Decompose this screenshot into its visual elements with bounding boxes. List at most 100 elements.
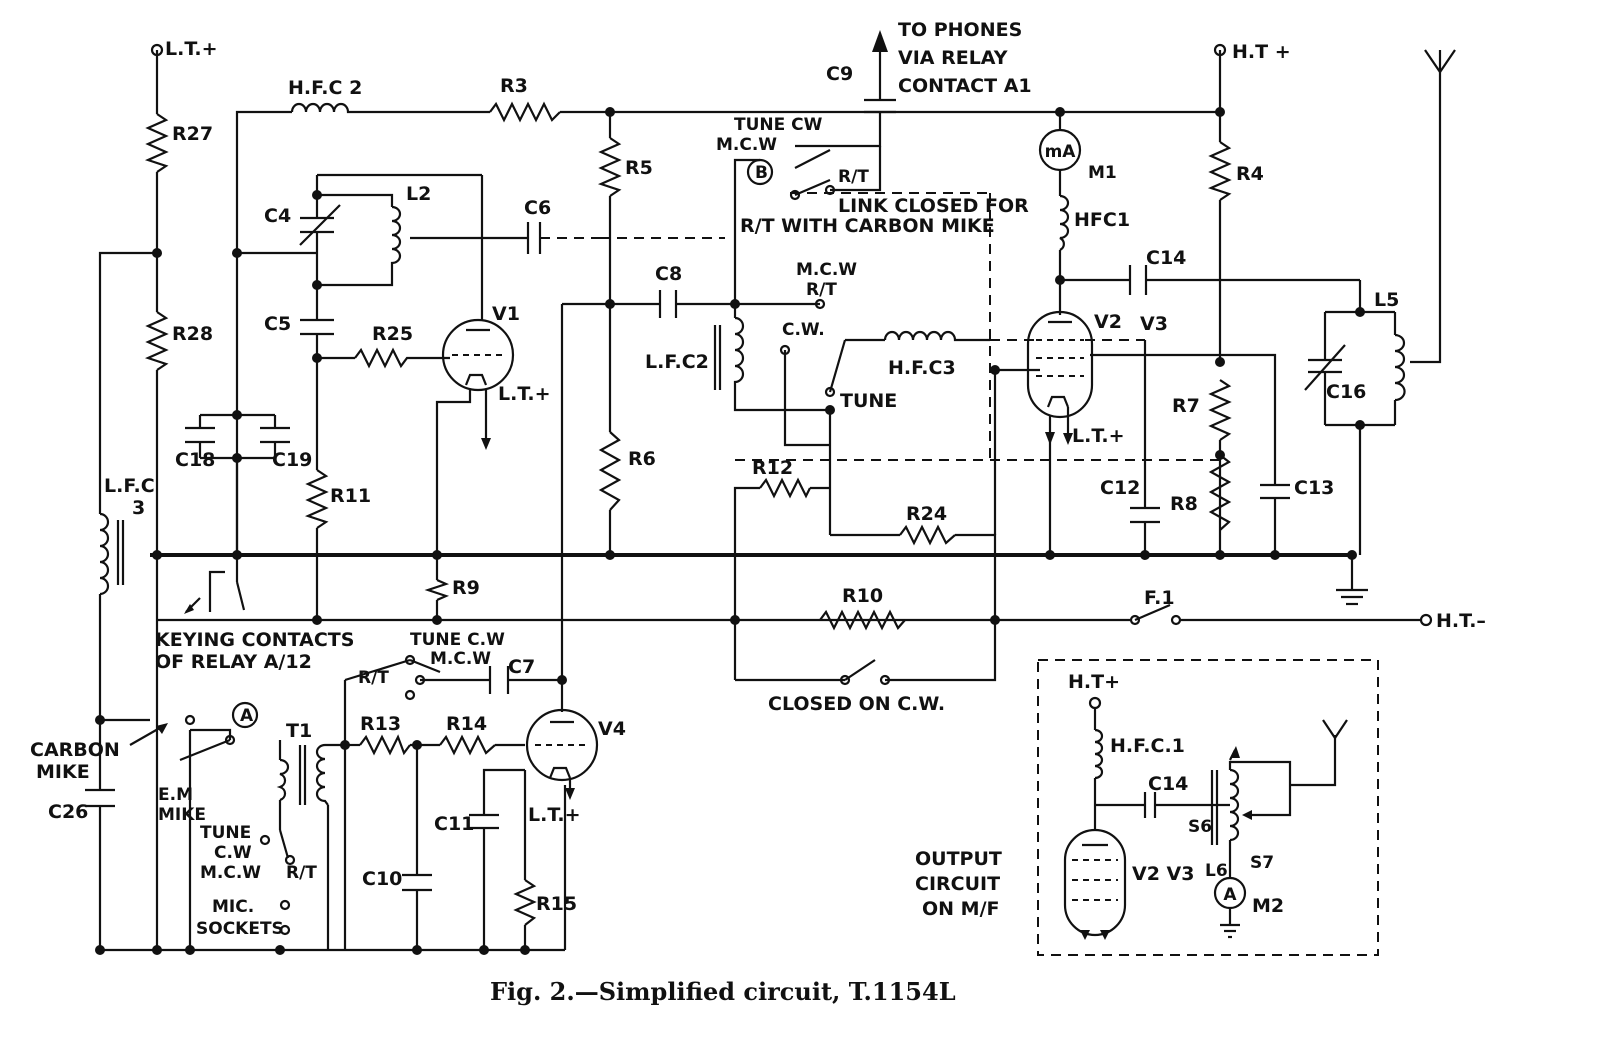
- carbon-mike-arrow: [129, 723, 168, 746]
- inset-l6: L6: [1205, 861, 1228, 881]
- label-c7: C7: [508, 656, 535, 678]
- switch-a: [179, 701, 259, 762]
- label-r7: R7: [1172, 395, 1200, 417]
- label-hfc2: H.F.C 2: [288, 77, 362, 99]
- label-c13: C13: [1294, 477, 1334, 499]
- terminals: [150, 43, 1433, 627]
- inset-m2: M2: [1252, 895, 1284, 917]
- label-t1: T1: [286, 720, 312, 742]
- capacitor-c13: [1260, 483, 1290, 500]
- label-r13: R13: [360, 713, 401, 735]
- label-c11: C11: [434, 813, 474, 835]
- resistor-r10: [819, 609, 906, 631]
- resistor-r24: [899, 524, 956, 546]
- inset-v: V2 V3: [1132, 863, 1194, 885]
- label-lfc3-a: L.F.C: [104, 475, 155, 497]
- node-lt-plus-top: L.T.+: [165, 38, 218, 60]
- junction-dots: [95, 107, 1365, 955]
- label-c5: C5: [264, 313, 291, 335]
- lt-arrows: [1045, 432, 1055, 445]
- resistor-r12: [759, 477, 811, 499]
- inductor-hfc2: [290, 102, 350, 114]
- label-v3: V3: [1140, 313, 1168, 335]
- meter-m1: mA: [1038, 128, 1082, 172]
- note-link-2: R/T WITH CARBON MIKE: [740, 215, 995, 237]
- capacitor-c19: [260, 426, 290, 444]
- label-c18: C18: [175, 449, 215, 471]
- label-c8: C8: [655, 263, 682, 285]
- resistor-r11: [304, 469, 329, 529]
- label-v1: V1: [492, 303, 520, 325]
- switch-c7: [404, 654, 441, 701]
- sw-mic-mcw: M.C.W: [200, 863, 261, 883]
- inductor-hfc1: [1059, 194, 1070, 251]
- note-em-1: E.M: [158, 785, 193, 805]
- capacitor-c7: [488, 666, 510, 694]
- resistor-r15: [513, 879, 537, 926]
- resistor-r4: [1207, 141, 1232, 201]
- inset-title-2: CIRCUIT: [915, 873, 1000, 895]
- label-c10: C10: [362, 868, 402, 890]
- note-carbon-2: MIKE: [36, 761, 90, 783]
- sw-c7-rt: R/T: [358, 668, 389, 688]
- capacitor-c16: [1304, 344, 1346, 391]
- resistor-r28: [144, 311, 169, 371]
- label-r3: R3: [500, 75, 528, 97]
- wiring: [98, 50, 1442, 952]
- inductor-l2: [390, 205, 402, 270]
- sw-c8-cw: C.W.: [782, 320, 825, 340]
- note-closed-cw: CLOSED ON C.W.: [768, 693, 945, 715]
- note-keying-2: OF RELAY A/12: [155, 651, 312, 673]
- inset-s6: S6: [1188, 817, 1212, 837]
- inductor-lfc2: [713, 316, 745, 395]
- label-r6: R6: [628, 448, 656, 470]
- aerial-symbol: [1424, 49, 1456, 74]
- labels: L.T.+ H.T + H.T.– L.T.+ L.T.+ L.T.+ TO P…: [30, 19, 1486, 1006]
- valve-v4: [525, 708, 599, 800]
- note-mic-1: MIC.: [212, 897, 254, 917]
- label-r25: R25: [372, 323, 413, 345]
- label-r4: R4: [1236, 163, 1264, 185]
- sw-c8-l1: M.C.W: [796, 260, 857, 280]
- capacitor-c26: [85, 788, 115, 808]
- label-hfc1: HFC1: [1074, 209, 1130, 231]
- capacitor-c9: [864, 30, 896, 114]
- sw-mic-cw: C.W: [214, 843, 252, 863]
- capacitor-c14: [1128, 265, 1148, 295]
- inset-output-circuit: A: [1037, 659, 1379, 956]
- label-c9: C9: [826, 63, 853, 85]
- sw-b-badge: B: [755, 163, 768, 183]
- label-c16: C16: [1326, 381, 1366, 403]
- meter-m2-symbol: A: [1223, 885, 1237, 905]
- switch-b: [746, 149, 836, 201]
- node-v4-lt: L.T.+: [528, 804, 581, 826]
- label-c6: C6: [524, 197, 551, 219]
- switch-mic: [259, 829, 296, 936]
- note-mic-2: SOCKETS: [196, 919, 284, 939]
- switch-c8: [779, 298, 847, 398]
- label-c19: C19: [272, 449, 312, 471]
- sw-mic-tune: TUNE: [200, 823, 251, 843]
- label-r27: R27: [172, 123, 213, 145]
- resistor-r25: [354, 347, 413, 369]
- transformer-t1: [276, 743, 329, 806]
- capacitor-c10: [402, 873, 432, 892]
- sw-c8-l2: R/T: [806, 280, 837, 300]
- label-r8: R8: [1170, 493, 1198, 515]
- figure-caption: Fig. 2.—Simplified circuit, T.1154L: [490, 977, 956, 1006]
- label-r28: R28: [172, 323, 213, 345]
- sw-b-l1: TUNE CW: [734, 115, 823, 135]
- label-r15: R15: [536, 893, 577, 915]
- note-keying-1: KEYING CONTACTS: [155, 629, 354, 651]
- resistor-r9: [424, 578, 450, 602]
- valve-v1: [441, 318, 515, 450]
- note-phones-1: TO PHONES: [898, 19, 1022, 41]
- sw-b-l2: M.C.W: [716, 135, 777, 155]
- earth-symbol: [1336, 588, 1368, 606]
- switch-closed-cw: [839, 659, 891, 686]
- label-hfc3: H.F.C3: [888, 357, 956, 379]
- note-carbon-1: CARBON: [30, 739, 120, 761]
- valve-v2v3: [1026, 310, 1094, 445]
